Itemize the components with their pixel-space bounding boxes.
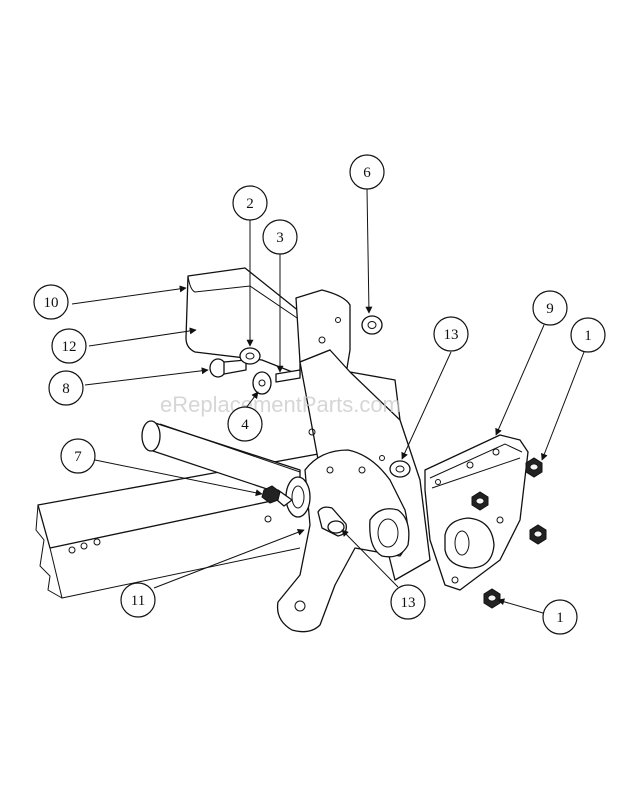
callout-13-upper: 13 — [433, 316, 469, 352]
svg-text:13: 13 — [401, 595, 416, 611]
callout-13-lower: 13 — [390, 584, 426, 620]
svg-text:3: 3 — [276, 230, 284, 246]
svg-text:1: 1 — [556, 610, 564, 626]
leader-lines — [71, 188, 585, 614]
watermark-text: eReplacementParts.com — [160, 392, 401, 417]
washer-13-lower — [317, 506, 347, 537]
svg-text:13: 13 — [444, 327, 459, 343]
callout-2: 2 — [232, 185, 268, 221]
svg-text:6: 6 — [363, 165, 371, 181]
callout-9: 9 — [532, 290, 568, 326]
svg-text:1: 1 — [584, 328, 592, 344]
callout-7: 7 — [60, 438, 96, 474]
callout-6: 6 — [349, 154, 385, 190]
callout-8: 8 — [48, 370, 84, 406]
mount-plate-9 — [424, 434, 529, 591]
svg-text:8: 8 — [62, 381, 70, 397]
hardware — [209, 315, 547, 609]
spacer-11 — [285, 476, 311, 518]
svg-text:10: 10 — [44, 295, 59, 311]
callout-4: 4 — [227, 406, 263, 442]
washer-13-upper — [389, 460, 411, 478]
callout-12: 12 — [51, 328, 87, 364]
svg-text:12: 12 — [62, 339, 77, 355]
svg-text:4: 4 — [241, 417, 249, 433]
svg-text:9: 9 — [546, 301, 554, 317]
callout-1-upper: 1 — [570, 317, 606, 353]
tube-shaft — [141, 420, 301, 501]
callout-10: 10 — [33, 284, 69, 320]
callout-1-lower: 1 — [542, 599, 578, 635]
callout-3: 3 — [262, 219, 298, 255]
svg-text:7: 7 — [74, 449, 82, 465]
svg-text:2: 2 — [246, 196, 254, 212]
svg-text:11: 11 — [131, 593, 145, 609]
callout-11: 11 — [120, 582, 156, 618]
